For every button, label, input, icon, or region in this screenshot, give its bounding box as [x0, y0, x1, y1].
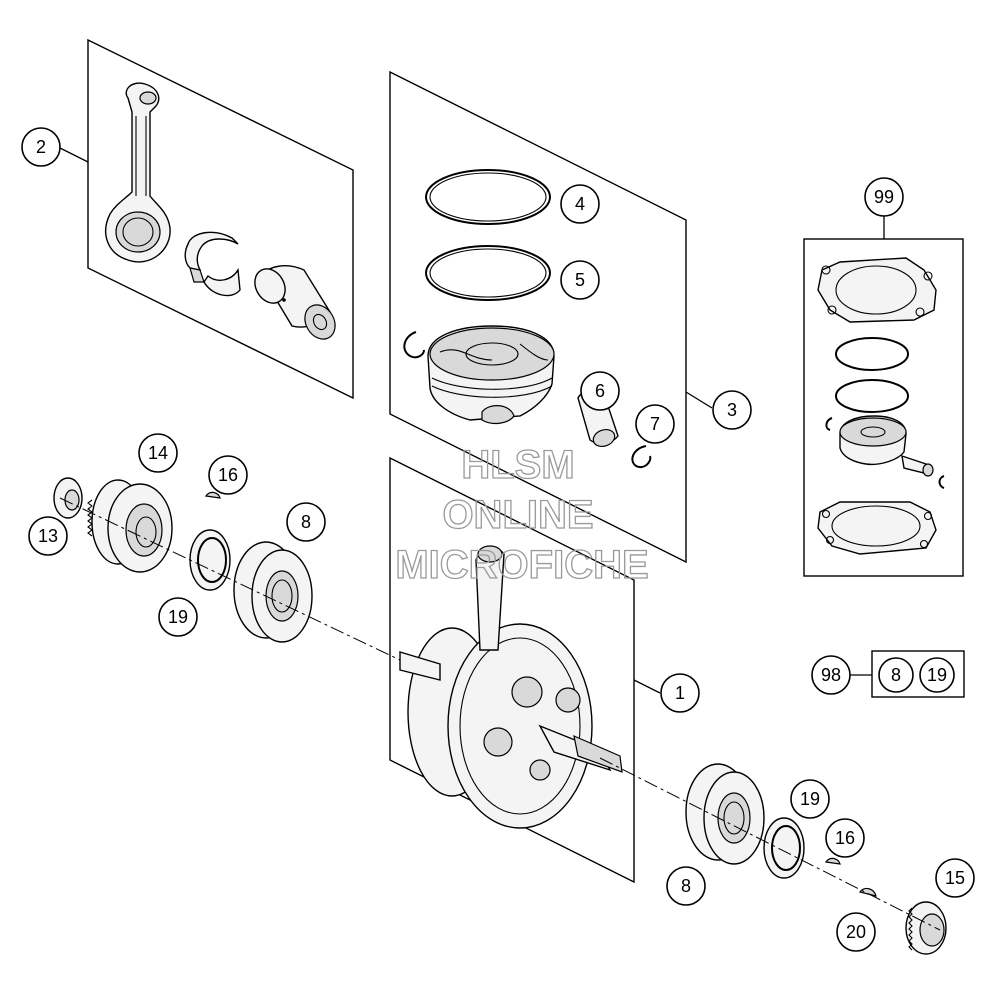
svg-text:19: 19: [168, 607, 188, 627]
svg-text:16: 16: [218, 465, 238, 485]
callout-6[interactable]: 6: [580, 371, 620, 411]
seal-19-left: [189, 529, 231, 591]
kit-piston: [839, 415, 907, 466]
callout-98[interactable]: 98: [811, 655, 851, 695]
callout-99[interactable]: 99: [864, 177, 904, 217]
svg-text:16: 16: [835, 828, 855, 848]
kit-ring-top: [835, 337, 909, 371]
svg-text:3: 3: [727, 400, 737, 420]
callout-1[interactable]: 1: [660, 673, 700, 713]
kit-98-item-8[interactable]: 8: [878, 657, 914, 693]
svg-text:8: 8: [301, 512, 311, 532]
callout-16-right[interactable]: 16: [825, 818, 865, 858]
conrod-bearing: [184, 231, 241, 297]
piston-pin-clip-left: [403, 331, 425, 359]
callout-3[interactable]: 3: [712, 390, 752, 430]
watermark: HLSM ONLINE MICROFICHE: [395, 442, 650, 587]
kit-clip-left: [825, 417, 833, 431]
piston-pin-clip-right: [631, 445, 652, 468]
svg-text:4: 4: [575, 194, 585, 214]
callout-2[interactable]: 2: [21, 127, 61, 167]
callout-13[interactable]: 13: [28, 516, 68, 556]
svg-text:99: 99: [874, 187, 894, 207]
svg-text:19: 19: [927, 665, 947, 685]
callout-7[interactable]: 7: [635, 404, 675, 444]
callout-8-left[interactable]: 8: [286, 502, 326, 542]
callout-4[interactable]: 4: [560, 184, 600, 224]
callout-19-left[interactable]: 19: [158, 597, 198, 637]
svg-text:19: 19: [800, 789, 820, 809]
piston-ring-second: [425, 245, 551, 301]
leader-lines: [59, 147, 885, 694]
callout-15[interactable]: 15: [935, 858, 975, 898]
cylinder-head-gasket: [817, 257, 937, 323]
callout-16-left[interactable]: 16: [208, 455, 248, 495]
callout-8-right[interactable]: 8: [666, 866, 706, 906]
seal-19-right: [763, 817, 805, 879]
svg-text:2: 2: [36, 137, 46, 157]
woodruff-key-16-right: [824, 857, 841, 865]
kit-ring-second: [835, 379, 909, 413]
watermark-line2: ONLINE: [442, 493, 593, 537]
watermark-line1: HLSM: [461, 443, 574, 487]
kit-98-item-19[interactable]: 19: [919, 657, 955, 693]
gear-14: [87, 479, 173, 573]
svg-text:13: 13: [38, 526, 58, 546]
piston-ring-top: [425, 169, 551, 225]
piston-pin: [254, 265, 336, 340]
svg-text:1: 1: [675, 683, 685, 703]
connecting-rod: [105, 82, 171, 263]
svg-text:15: 15: [945, 868, 965, 888]
woodruff-key-20: [859, 887, 877, 897]
svg-text:20: 20: [846, 922, 866, 942]
kit-clip-right: [938, 475, 945, 489]
svg-text:6: 6: [595, 381, 605, 401]
svg-text:8: 8: [681, 876, 691, 896]
callout-19-right[interactable]: 19: [790, 779, 830, 819]
svg-text:5: 5: [575, 270, 585, 290]
callout-20[interactable]: 20: [836, 912, 876, 952]
cylinder-base-gasket: [817, 501, 937, 555]
svg-text:7: 7: [650, 414, 660, 434]
svg-text:8: 8: [891, 665, 901, 685]
bearing-8-left: [233, 541, 313, 643]
crankshaft: [399, 545, 623, 829]
watermark-line3: MICROFICHE: [395, 543, 648, 587]
woodruff-key-16-left: [204, 491, 221, 499]
gear-15: [905, 901, 947, 955]
callout-5[interactable]: 5: [560, 260, 600, 300]
callout-14[interactable]: 14: [138, 433, 178, 473]
center-axis-line: [59, 497, 941, 931]
bearing-8-right: [685, 763, 765, 865]
piston: [427, 325, 555, 425]
svg-text:98: 98: [821, 665, 841, 685]
svg-text:14: 14: [148, 443, 168, 463]
kit-piston-pin: [901, 454, 934, 477]
washer-13: [53, 477, 83, 519]
